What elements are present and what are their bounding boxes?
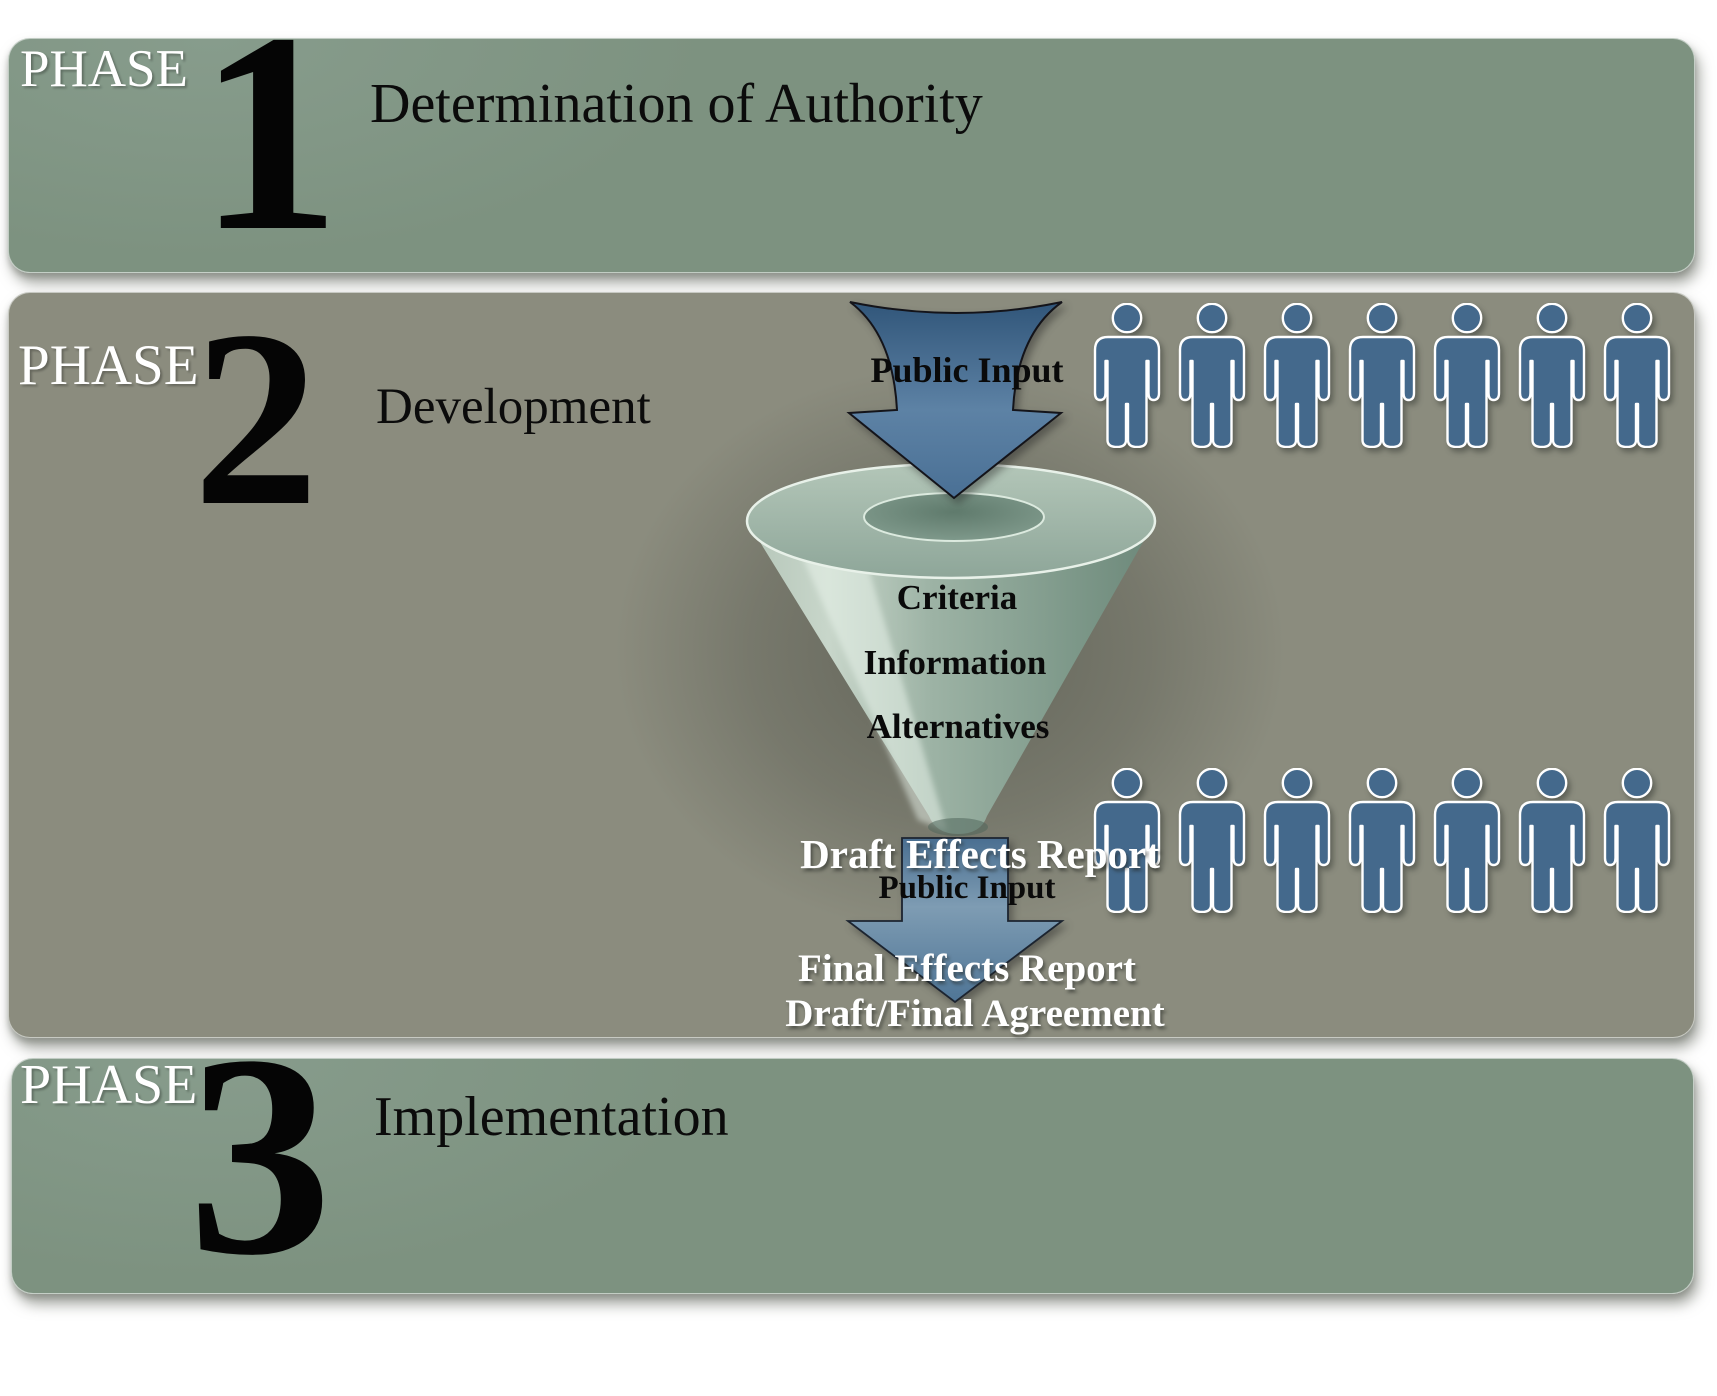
person-icon <box>1517 768 1587 913</box>
people-row-bottom <box>1092 768 1672 913</box>
person-icon <box>1262 768 1332 913</box>
final-effects-report-label: Final Effects Report <box>798 947 1136 990</box>
phase-2-number: 2 <box>193 278 319 558</box>
phase-2-label: PHASE <box>18 334 199 397</box>
phase-3-label: PHASE <box>20 1054 198 1116</box>
person-icon <box>1092 768 1162 913</box>
phase-3-title: Implementation <box>374 1086 729 1148</box>
phase-1-label: PHASE <box>20 40 188 98</box>
draft-effects-report-label: Draft Effects Report <box>800 831 1160 877</box>
person-icon <box>1092 303 1162 448</box>
draft-final-agreement-label: Draft/Final Agreement <box>785 992 1165 1035</box>
person-icon <box>1177 768 1247 913</box>
phase-2-title: Development <box>376 379 651 435</box>
person-icon <box>1347 768 1417 913</box>
funnel-item-criteria: Criteria <box>896 578 1018 617</box>
person-icon <box>1602 768 1672 913</box>
people-row-top <box>1092 303 1672 448</box>
person-icon <box>1517 303 1587 448</box>
public-input-top-label: Public Input <box>870 350 1064 390</box>
public-input-block-arrow-icon <box>845 837 1065 1004</box>
person-icon <box>1432 768 1502 913</box>
phase-1-number: 1 <box>198 0 341 290</box>
funnel-item-alternatives: Alternatives <box>866 707 1050 746</box>
public-input-bottom-label: Public Input <box>878 870 1056 906</box>
person-icon <box>1432 303 1502 448</box>
person-icon <box>1177 303 1247 448</box>
person-icon <box>1262 303 1332 448</box>
public-input-arrow-icon <box>846 301 1064 500</box>
funnel-icon <box>745 462 1157 836</box>
phase-1-panel <box>8 38 1695 273</box>
phase-1-title: Determination of Authority <box>370 73 983 135</box>
person-icon <box>1602 303 1672 448</box>
person-icon <box>1347 303 1417 448</box>
phase-3-panel <box>11 1058 1694 1294</box>
phase-3-number: 3 <box>188 996 332 1315</box>
funnel-item-information: Information <box>863 643 1047 682</box>
